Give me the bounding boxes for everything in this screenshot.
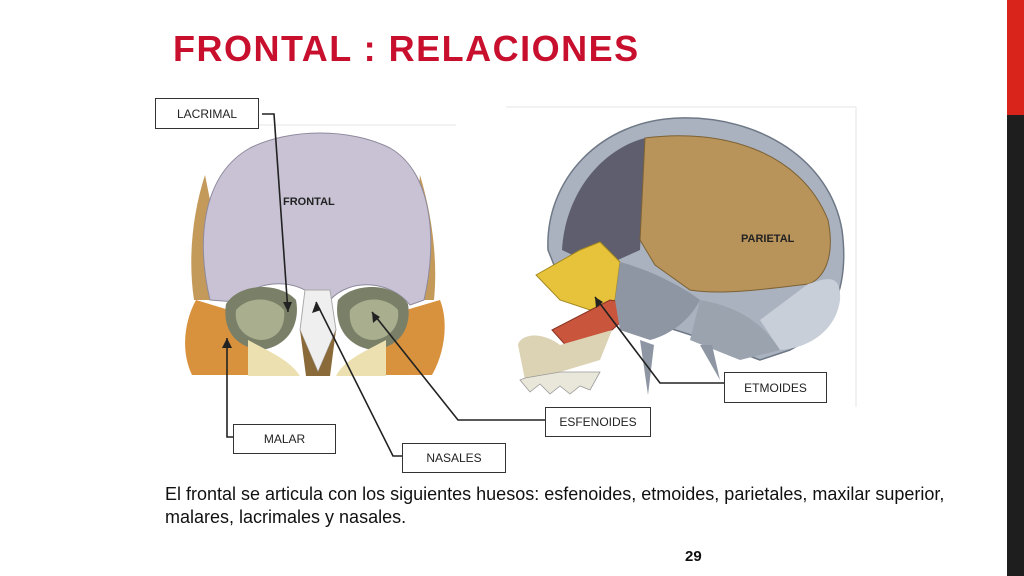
- label-esfenoides: ESFENOIDES: [545, 407, 651, 437]
- frontal-bone-label: FRONTAL: [283, 196, 335, 208]
- label-lacrimal: LACRIMAL: [155, 98, 259, 129]
- label-nasales: NASALES: [402, 443, 506, 473]
- leader-lines: [226, 113, 724, 457]
- skull-front-view: [178, 124, 456, 380]
- slide-title: FRONTAL : RELACIONES: [173, 28, 640, 69]
- arrowheads: [222, 297, 603, 348]
- accent-bar-top: [1007, 0, 1024, 115]
- page-number: 29: [685, 548, 702, 565]
- slide-body-text: El frontal se articula con los siguiente…: [165, 484, 945, 527]
- label-malar: MALAR: [233, 424, 336, 454]
- label-etmoides: ETMOIDES: [724, 372, 827, 403]
- accent-bar-bottom: [1007, 115, 1024, 576]
- parietal-bone-label: PARIETAL: [741, 233, 795, 245]
- skull-lateral-view: [506, 106, 857, 407]
